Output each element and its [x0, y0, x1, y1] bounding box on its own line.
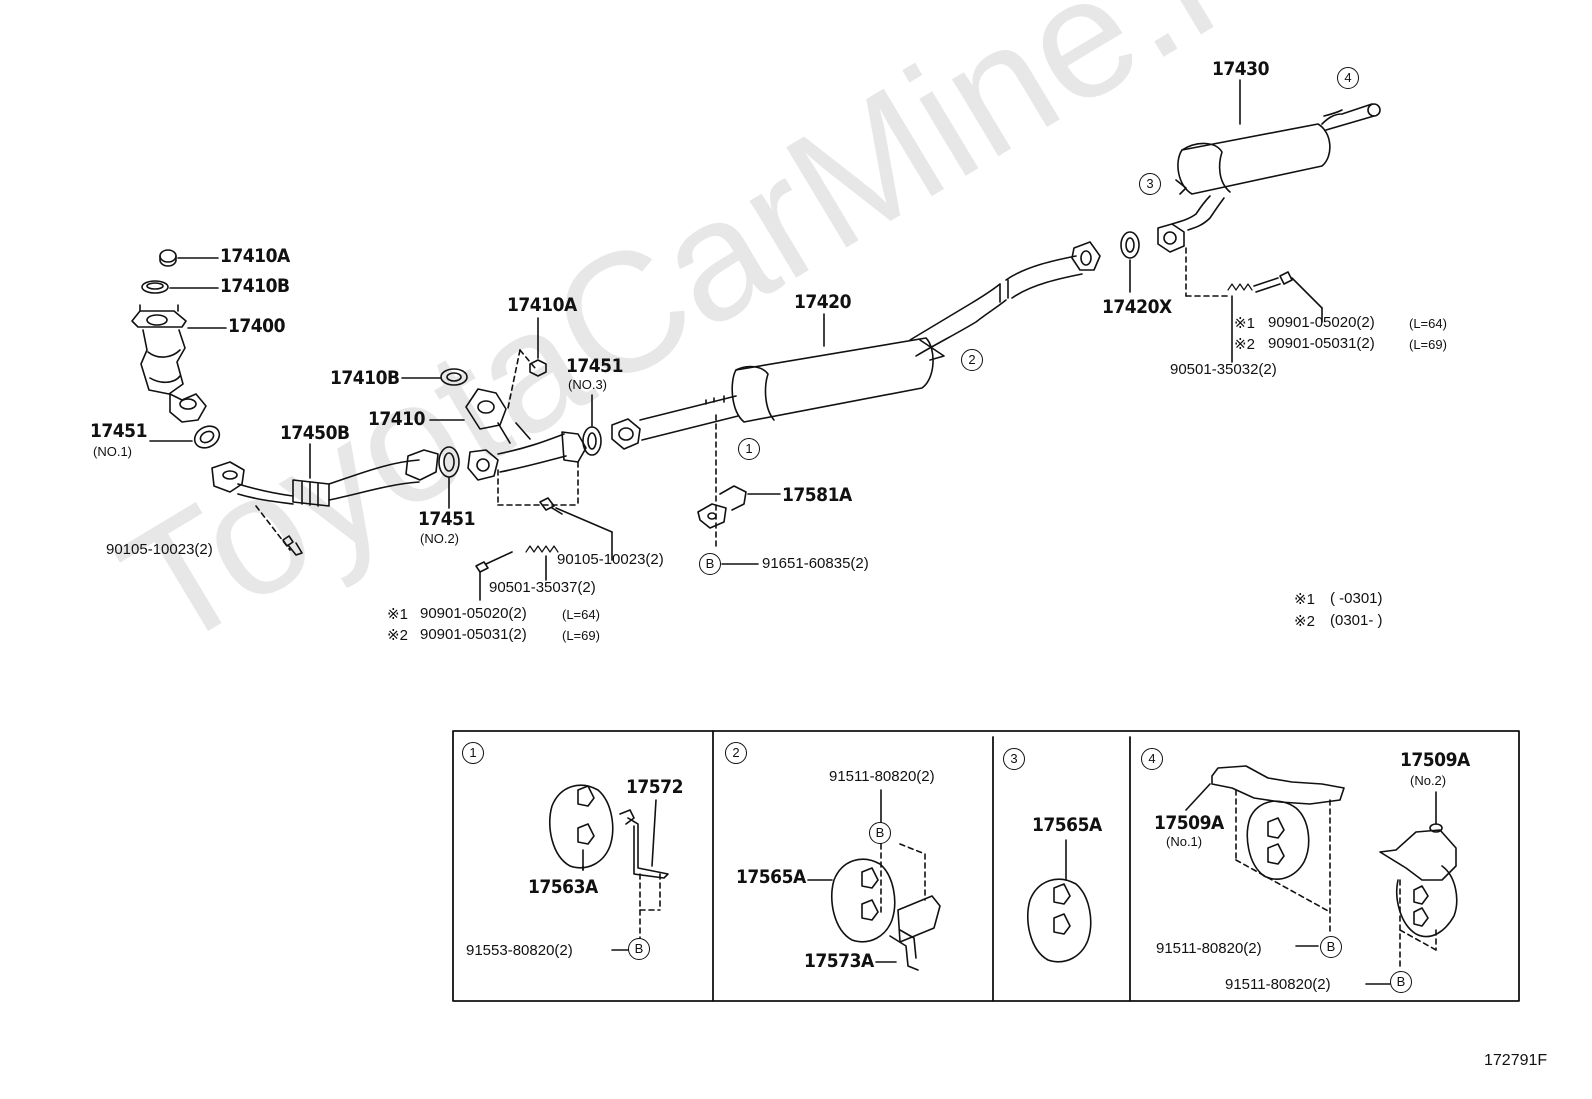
pipe-17410	[429, 349, 587, 506]
detail1-marker-b: B	[628, 938, 650, 960]
pn-opt2-mid-len: (L=69)	[562, 628, 600, 643]
label-17430: 17430	[1212, 58, 1269, 80]
label-17450b: 17450B	[280, 422, 350, 444]
pn-opt2-right: 90901-05031(2)	[1268, 335, 1375, 352]
detail1-label-17563a: 17563A	[528, 876, 598, 898]
detail1-label-17572: 17572	[626, 776, 683, 798]
pn-opt1-mid: 90901-05020(2)	[420, 605, 527, 622]
pn-opt2-right-mark: ※2	[1234, 336, 1255, 353]
detail4-label-17509a-no1: 17509A	[1154, 812, 1224, 834]
detail1-drawing	[548, 784, 669, 951]
label-17451-no3: 17451	[566, 355, 623, 377]
detail4-marker: 4	[1141, 748, 1163, 770]
pn-opt2-right-len: (L=69)	[1409, 337, 1447, 352]
marker-1: 1	[738, 438, 760, 460]
label-17451-no2-sub: (NO.2)	[420, 531, 459, 546]
bolt-90105-left	[282, 535, 303, 556]
nut-17410a-mid	[529, 317, 547, 377]
center-pipe-17420	[611, 241, 1101, 549]
label-17451-no3-sub: (NO.3)	[568, 377, 607, 392]
detail1-pn: 91553-80820(2)	[466, 942, 573, 959]
pn-opt2-mid-mark: ※2	[387, 627, 408, 644]
gasket-17420x	[1120, 231, 1140, 293]
note2-text: (0301- )	[1330, 612, 1383, 629]
detail1-marker: 1	[462, 742, 484, 764]
pn-opt1-right-len: (L=64)	[1409, 316, 1447, 331]
gasket-17410b-top	[141, 280, 219, 294]
detail2-marker-b: B	[869, 822, 891, 844]
bolt-spring-right	[1227, 271, 1323, 363]
figure-code: 172791F	[1484, 1052, 1548, 1069]
hanger-17581a	[697, 485, 781, 529]
pn-opt1-right-mark: ※1	[1234, 315, 1255, 332]
marker-2: 2	[961, 349, 983, 371]
front-pipe-17450b	[211, 443, 439, 551]
detail2-drawing	[807, 789, 941, 971]
gasket-17451-no1	[149, 425, 221, 449]
marker-3: 3	[1139, 173, 1161, 195]
label-17410a-top: 17410A	[220, 245, 290, 267]
detail4-pn-b: 91511-80820(2)	[1225, 976, 1331, 993]
detail4-pn-a: 91511-80820(2)	[1156, 940, 1262, 957]
note1-mark: ※1	[1294, 591, 1315, 608]
pn-spring-mid: 90501-35037(2)	[489, 579, 596, 596]
detail4-marker-b-b: B	[1390, 971, 1412, 993]
note1-text: ( -0301)	[1330, 590, 1383, 607]
detail4-marker-b-a: B	[1320, 936, 1342, 958]
pn-spring-right: 90501-35032(2)	[1170, 361, 1277, 378]
label-17410: 17410	[368, 408, 425, 430]
pn-bolt-mid: 90105-10023(2)	[557, 551, 664, 568]
label-17451-no1: 17451	[90, 420, 147, 442]
gasket-17451-no2	[438, 446, 460, 509]
detail3-marker: 3	[1003, 748, 1025, 770]
catalytic-converter-17400	[131, 304, 227, 423]
bolt-spring-mid	[475, 497, 613, 601]
label-17410b-mid: 17410B	[330, 367, 400, 389]
nut-17410a-top	[159, 249, 219, 267]
pn-opt1-right: 90901-05020(2)	[1268, 314, 1375, 331]
marker-4: 4	[1337, 67, 1359, 89]
note2-mark: ※2	[1294, 613, 1315, 630]
pn-opt1-mid-mark: ※1	[387, 606, 408, 623]
pn-opt1-mid-len: (L=64)	[562, 607, 600, 622]
detail3-label-17565a: 17565A	[1032, 814, 1102, 836]
label-17581a: 17581A	[782, 484, 852, 506]
pn-opt2-mid: 90901-05031(2)	[420, 626, 527, 643]
detail4-label-17509a-no1-sub: (No.1)	[1166, 834, 1203, 849]
detail4-label-17509a-no2-sub: (No.2)	[1410, 773, 1447, 788]
pn-clip-b: 91651-60835(2)	[762, 555, 869, 572]
detail-frame	[452, 730, 1520, 1002]
detail2-label-17573a: 17573A	[804, 950, 874, 972]
detail4-drawing	[1185, 765, 1458, 985]
pn-bolt-left: 90105-10023(2)	[106, 541, 213, 558]
detail2-label-17565a: 17565A	[736, 866, 806, 888]
label-17400: 17400	[228, 315, 285, 337]
detail2-marker: 2	[725, 742, 747, 764]
label-17451-no1-sub: (NO.1)	[93, 444, 132, 459]
gasket-17410b-mid	[401, 368, 468, 386]
label-17410b-top: 17410B	[220, 275, 290, 297]
detail3-drawing	[1026, 839, 1092, 963]
label-17451-no2: 17451	[418, 508, 475, 530]
marker-b-clip: B	[699, 553, 721, 575]
detail2-pn-top: 91511-80820(2)	[829, 768, 935, 785]
label-17420x: 17420X	[1102, 296, 1172, 318]
detail4-label-17509a-no2: 17509A	[1400, 749, 1470, 771]
tail-muffler-17430	[1157, 79, 1381, 297]
label-17410a-mid: 17410A	[507, 294, 577, 316]
gasket-17451-no3	[582, 394, 602, 456]
label-17420: 17420	[794, 291, 851, 313]
